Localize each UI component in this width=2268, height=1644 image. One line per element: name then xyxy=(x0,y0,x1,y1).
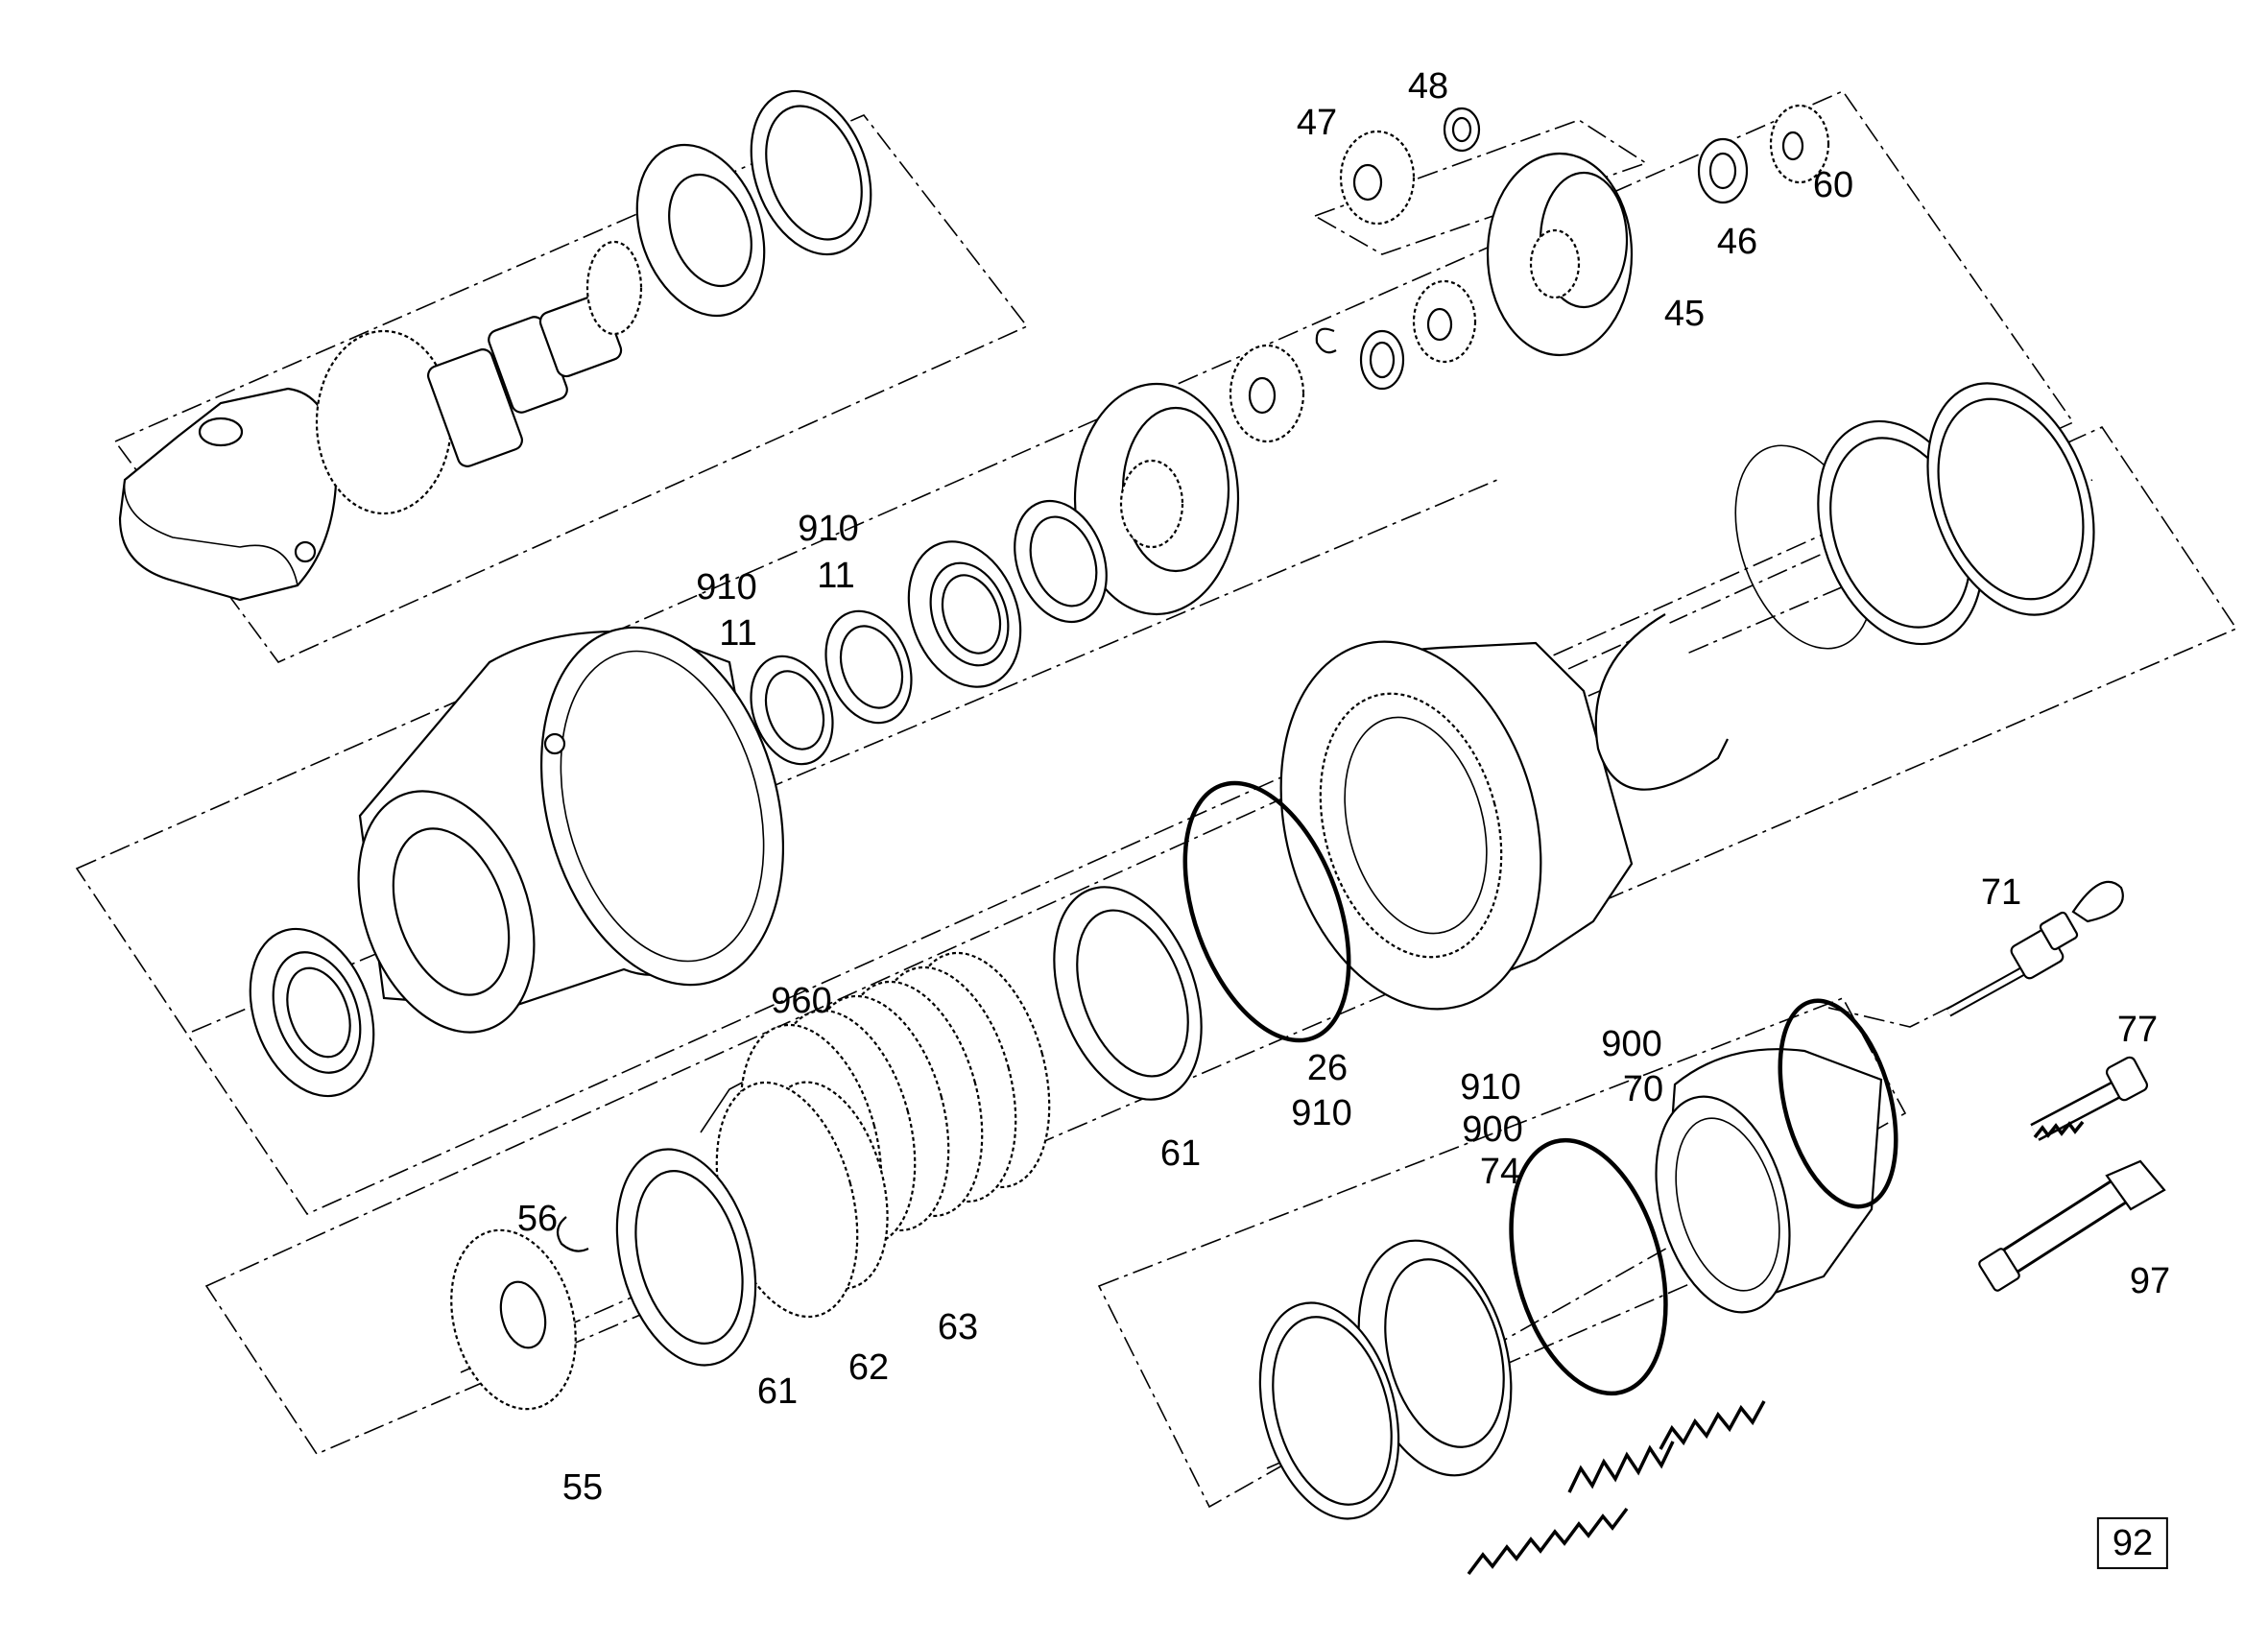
bearing-ring-910-11-b xyxy=(750,655,834,766)
snap-ring-small xyxy=(1315,327,1337,354)
thrust-ring-61-lower xyxy=(615,1148,757,1367)
o-ring-upper xyxy=(1778,998,1898,1209)
spring-large xyxy=(1659,1400,1766,1450)
bearing-left xyxy=(249,927,375,1098)
boundary-housing-group xyxy=(75,90,2075,1216)
label-48: 48 xyxy=(1407,66,1449,107)
seal-ring-large xyxy=(635,143,766,318)
label-56: 56 xyxy=(516,1199,559,1239)
label-74: 74 xyxy=(1479,1152,1521,1192)
bolt-77 xyxy=(2030,1056,2149,1141)
o-ring-74 xyxy=(1509,1137,1668,1396)
washer-48 xyxy=(1443,107,1481,153)
bolt-97 xyxy=(1978,1159,2166,1292)
drive-shaft xyxy=(315,240,643,515)
label-26: 26 xyxy=(1306,1048,1349,1088)
label-910-lower: 910 xyxy=(696,567,757,608)
bearing-ring-910-11-a xyxy=(824,609,913,725)
bleed-screw-71 xyxy=(1946,880,2124,1017)
label-910-right: 910 xyxy=(1460,1067,1521,1108)
label-900-lower: 900 xyxy=(1462,1109,1523,1150)
label-910-mid: 910 xyxy=(1291,1093,1352,1133)
wheel-hub-housing xyxy=(357,626,785,1034)
planet-carrier-45 xyxy=(1486,152,1634,357)
piston-housing-70 xyxy=(1655,1048,1883,1314)
planet-gear-47 xyxy=(1339,130,1416,226)
label-77: 77 xyxy=(2116,1010,2159,1050)
label-960: 960 xyxy=(771,981,832,1021)
spring-small xyxy=(1467,1507,1629,1576)
label-11-lower: 11 xyxy=(719,613,757,654)
label-62: 62 xyxy=(848,1347,890,1388)
label-61-lower: 61 xyxy=(756,1371,799,1412)
label-70: 70 xyxy=(1622,1069,1664,1109)
end-cover xyxy=(118,387,338,602)
label-900-upper: 900 xyxy=(1601,1024,1662,1064)
snap-ring-56 xyxy=(556,1216,589,1252)
planet-carrier-main xyxy=(1073,382,1240,616)
label-55: 55 xyxy=(561,1467,604,1508)
leader-71 xyxy=(1827,997,1969,1028)
ring-gear-housing xyxy=(1279,640,1634,1011)
snap-ring-large xyxy=(1594,613,1729,791)
thrust-ring-61-upper xyxy=(1053,886,1203,1101)
label-61-upper: 61 xyxy=(1159,1133,1202,1174)
sheet-number-box: 92 xyxy=(2096,1517,2169,1569)
label-11-upper: 11 xyxy=(817,556,855,596)
seal-ring-lower xyxy=(1258,1301,1400,1520)
gear-55 xyxy=(450,1228,577,1411)
boundary-piston-group xyxy=(1097,996,1907,1509)
boundary-planet-small xyxy=(1313,119,1648,255)
ball-bearing-mid xyxy=(907,540,1022,688)
seal-ring-outer xyxy=(750,89,872,256)
label-45: 45 xyxy=(1663,294,1706,334)
planet-gear-mid xyxy=(1229,344,1305,443)
planet-gear-60 xyxy=(1769,104,1830,184)
o-ring-26 xyxy=(1182,780,1351,1043)
label-60: 60 xyxy=(1812,165,1854,205)
label-97: 97 xyxy=(2129,1261,2171,1301)
thrust-washer-right-b xyxy=(1926,382,2095,616)
bearing-cup-mid xyxy=(1014,499,1108,624)
label-46: 46 xyxy=(1716,222,1758,262)
washer-46 xyxy=(1697,137,1749,204)
spring-medium xyxy=(1567,1441,1675,1493)
label-910-upper: 910 xyxy=(798,509,859,549)
spacer-washer xyxy=(1359,329,1405,391)
label-47: 47 xyxy=(1296,103,1338,143)
label-63: 63 xyxy=(937,1307,979,1347)
sun-gear-small xyxy=(1412,279,1477,364)
label-71: 71 xyxy=(1980,872,2022,913)
clutch-discs-960 xyxy=(739,951,1051,1261)
